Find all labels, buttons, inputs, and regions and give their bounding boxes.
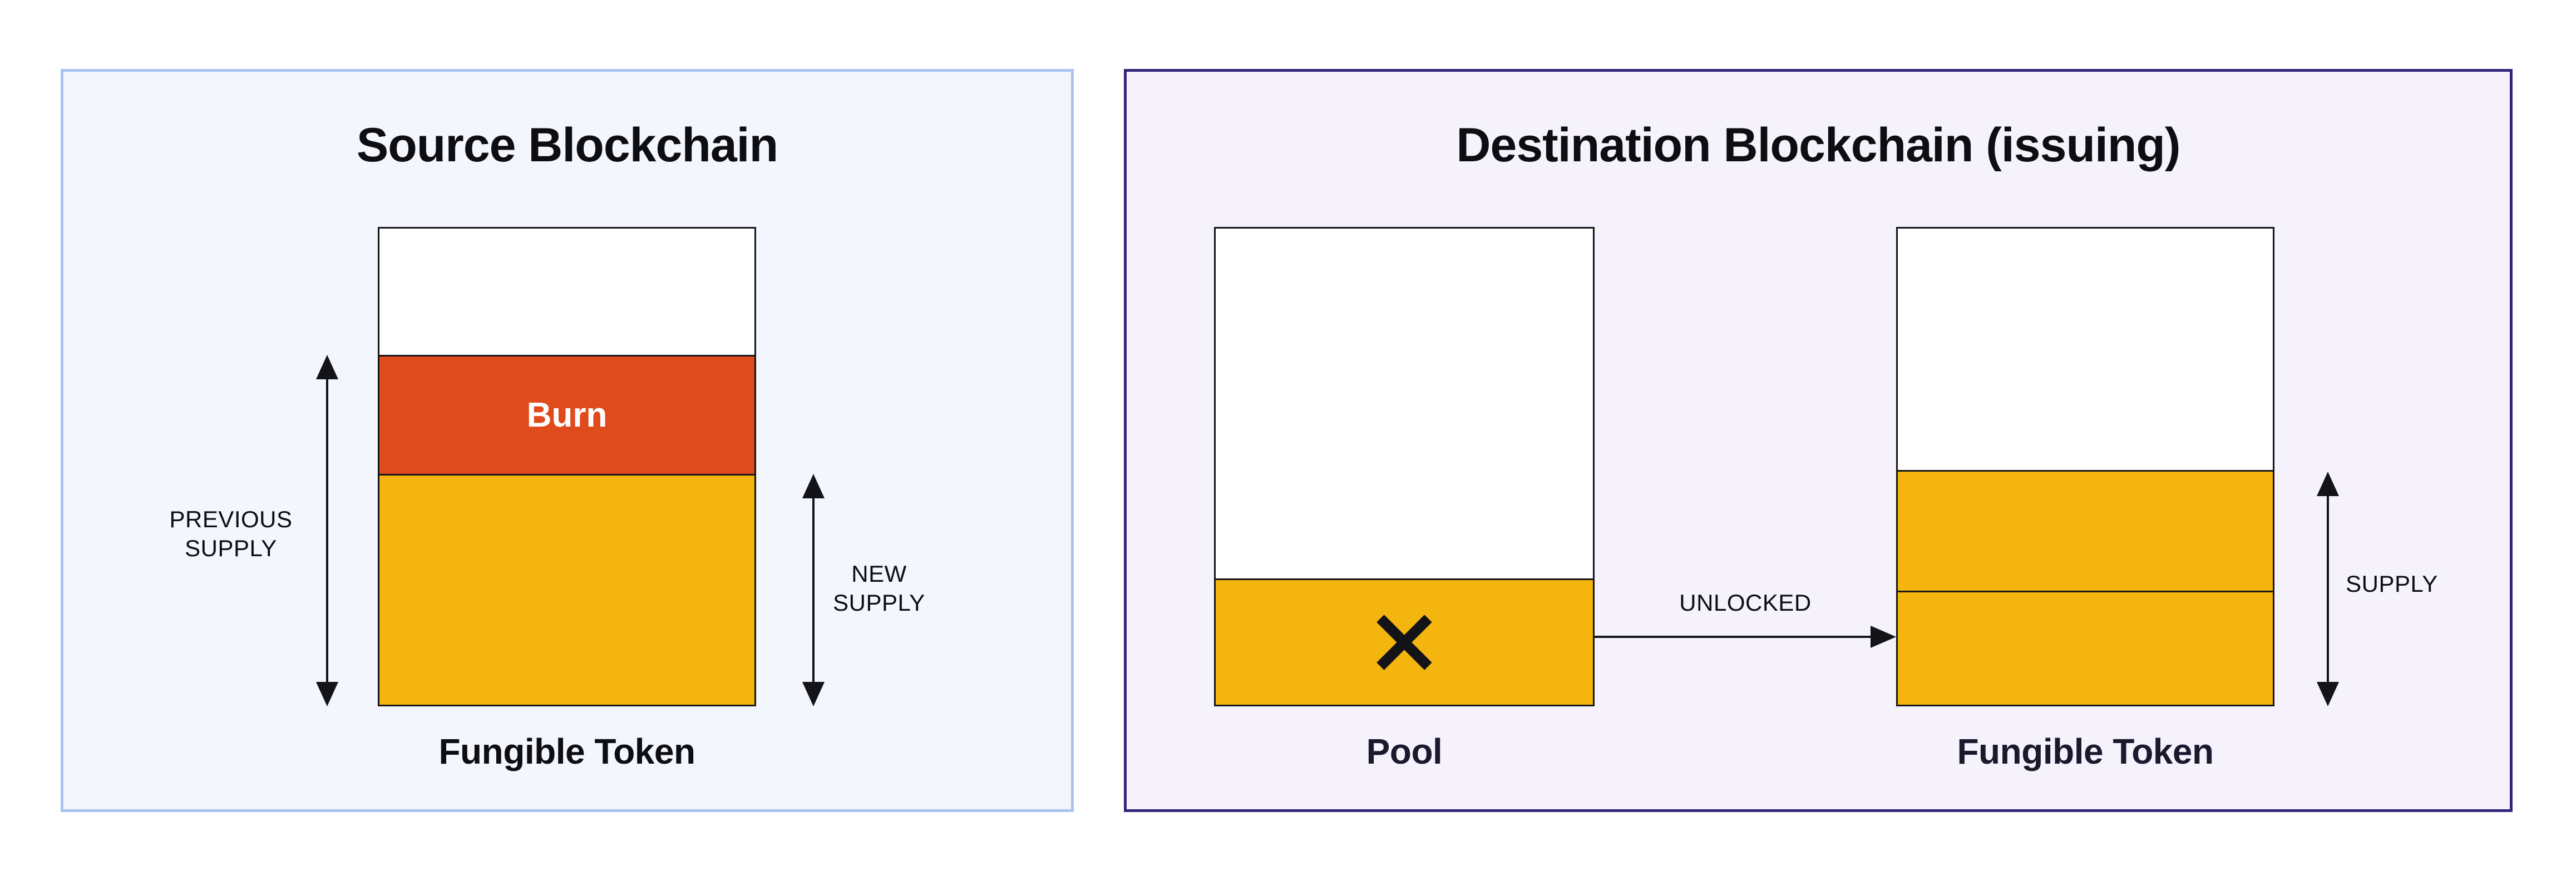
previous-supply-label-line1: PREVIOUS <box>169 506 293 532</box>
destination-token-bar <box>1896 227 2274 706</box>
new-supply-label: NEW SUPPLY <box>823 560 935 617</box>
supply-label: SUPPLY <box>2346 571 2438 597</box>
pool-bar-caption: Pool <box>1366 731 1443 771</box>
source-panel-title: Source Blockchain <box>356 118 778 172</box>
burn-segment-label: Burn <box>526 396 608 434</box>
source-token-bar: Burn <box>378 227 756 706</box>
source-bar-empty-segment <box>379 229 754 355</box>
destination-bar-caption: Fungible Token <box>1957 731 2214 771</box>
source-bar-supply-segment <box>379 476 754 705</box>
previous-supply-label-line2: SUPPLY <box>185 535 277 561</box>
x-mark-icon <box>1376 615 1432 670</box>
pool-bar <box>1214 227 1595 706</box>
unlocked-arrow-right-icon <box>1595 626 1896 648</box>
previous-supply-label: PREVIOUS SUPPLY <box>139 505 323 563</box>
pool-bar-locked-segment <box>1216 578 1593 705</box>
new-supply-double-arrow-icon <box>802 474 825 706</box>
destination-bar-unlocked-segment <box>1898 591 2273 705</box>
destination-panel-title: Destination Blockchain (issuing) <box>1456 118 2180 172</box>
pool-bar-empty-segment <box>1216 229 1593 578</box>
unlocked-label: UNLOCKED <box>1679 590 1812 616</box>
supply-double-arrow-icon <box>2317 472 2339 706</box>
burn-segment: Burn <box>379 355 754 476</box>
destination-bar-issued-segment <box>1898 470 2273 591</box>
previous-supply-double-arrow-icon <box>316 355 338 706</box>
destination-bar-empty-segment <box>1898 229 2273 470</box>
source-bar-caption: Fungible Token <box>438 731 695 771</box>
new-supply-label-line2: SUPPLY <box>833 590 925 616</box>
new-supply-label-line1: NEW <box>851 561 907 587</box>
